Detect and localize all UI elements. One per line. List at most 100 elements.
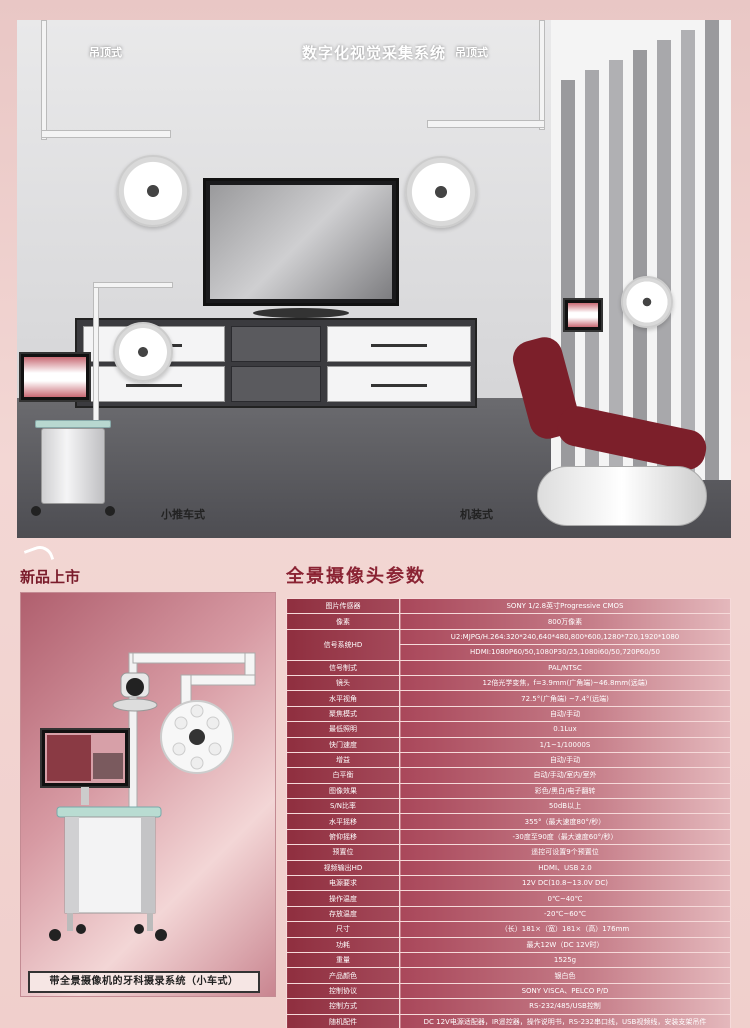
spec-key: 控制协议 [286,982,400,1000]
spec-key: 电源要求 [286,875,400,892]
spec-value: HDMI:1080P60/50,1080P30/25,1080i60/50,72… [399,644,731,661]
product-image [20,592,276,997]
chair-lamp [621,276,673,328]
spec-value: （长）181×（宽）181×（高）176mm [399,921,731,938]
spec-row: 功耗最大12W（DC 12V时） [286,936,731,953]
cart-monitor [19,352,91,402]
spec-value: 自动/手动 [399,751,731,769]
chair-base [537,466,707,526]
cart-arm [93,282,99,422]
window-blinds [551,20,731,480]
spec-value: -20℃~60℃ [399,905,731,923]
spec-key: 图片传感器 [286,597,400,615]
cart-top [35,420,111,428]
spec-value: U2:MJPG/H.264:320*240,640*480,800*600,12… [399,628,731,646]
spec-value: 遥控可设置9个预置位 [399,844,731,861]
spec-value: DC 12V电源适配器，IR遥控器，操作说明书，RS-232串口线，USB视频线… [399,1013,731,1028]
spec-key: 操作温度 [286,890,400,907]
spec-value: 0.1Lux [399,721,731,738]
spec-key: 功耗 [286,936,400,953]
spec-key: 视频输出HD [286,859,400,877]
spec-key: 存放温度 [286,905,400,923]
spec-value: 72.5°(广角端) ~7.4°(远端) [399,690,731,707]
spec-value: RS-232/485/USB控制 [399,998,731,1015]
new-arrow-icon [23,542,55,568]
spec-value: 最大12W（DC 12V时） [399,936,731,953]
chair-monitor [563,298,603,332]
label-ceiling-right: 吊顶式 [455,46,488,59]
spec-key: 聚焦模式 [286,705,400,723]
cart-lamp [113,322,173,382]
ceiling-arm-left-h [41,130,171,138]
spec-key: 水平摇移 [286,813,400,830]
spec-row: 预置位遥控可设置9个预置位 [286,844,731,861]
spec-value: 1525g [399,951,731,969]
spec-value: 自动/手动 [399,705,731,723]
spec-value: -30度至90度（最大速度60°/秒） [399,828,731,846]
ceiling-arm-right-h [427,120,545,128]
spec-key: 产品颜色 [286,967,400,984]
spec-key: 增益 [286,751,400,769]
spec-key: 重量 [286,951,400,969]
spec-row: 存放温度-20℃~60℃ [286,905,731,923]
cart-arm-h [93,282,173,288]
spec-value: HDMI、USB 2.0 [399,859,731,877]
ceiling-arm-left [41,20,47,140]
product-illustration [40,652,256,941]
spec-key: 最低照明 [286,721,400,738]
spec-row: 增益自动/手动 [286,751,731,769]
spec-key: 尺寸 [286,921,400,938]
spec-value: SONY VISCA、PELCO P/D [399,982,731,1000]
scene-title: 数字化视觉采集系统 [301,44,446,62]
spec-title: 全景摄像头参数 [286,566,426,587]
spec-key: 预置位 [286,844,400,861]
ceiling-lamp-right [405,156,477,228]
spec-key: 水平视角 [286,690,400,707]
ceiling-arm-right [539,20,545,130]
spec-key: 像素 [286,613,400,630]
spec-key: 俯仰摇移 [286,828,400,846]
spec-key: S/N比率 [286,798,400,815]
spec-value: 50dB以上 [399,798,731,815]
spec-key: 信号制式 [286,659,400,676]
spec-row: 聚焦模式自动/手动 [286,705,731,723]
label-cart: 小推车式 [161,508,205,521]
product-caption: 带全景摄像机的牙科摄录系统（小车式） [28,971,260,993]
spec-row: 尺寸（长）181×（宽）181×（高）176mm [286,921,731,938]
tv-stand [253,308,349,318]
spec-value: 12V DC(10.8~13.0V DC) [399,875,731,892]
spec-key: 白平衡 [286,767,400,784]
spec-key: 控制方式 [286,998,400,1015]
scene-image: 数字化视觉采集系统 吊顶式 吊顶式 小推车式 机装式 [17,20,731,538]
spec-value: PAL/NTSC [399,659,731,676]
ceiling-lamp-left [117,155,189,227]
spec-key: 镜头 [286,674,400,692]
spec-value: 银白色 [399,967,731,984]
spec-row: 图像效果彩色/黑白/电子翻转 [286,782,731,800]
spec-value: 12倍光学变焦，f=3.9mm(广角端)~46.8mm(远端) [399,674,731,692]
spec-value: 0℃~40℃ [399,890,731,907]
spec-row: 俯仰摇移-30度至90度（最大速度60°/秒） [286,828,731,846]
wall-tv [203,178,399,306]
spec-row: 白平衡自动/手动/室内/室外 [286,767,731,784]
spec-key: 信号系统HD [286,628,400,661]
spec-value: 355°（最大速度80°/秒） [399,813,731,830]
cart-body [41,428,105,504]
